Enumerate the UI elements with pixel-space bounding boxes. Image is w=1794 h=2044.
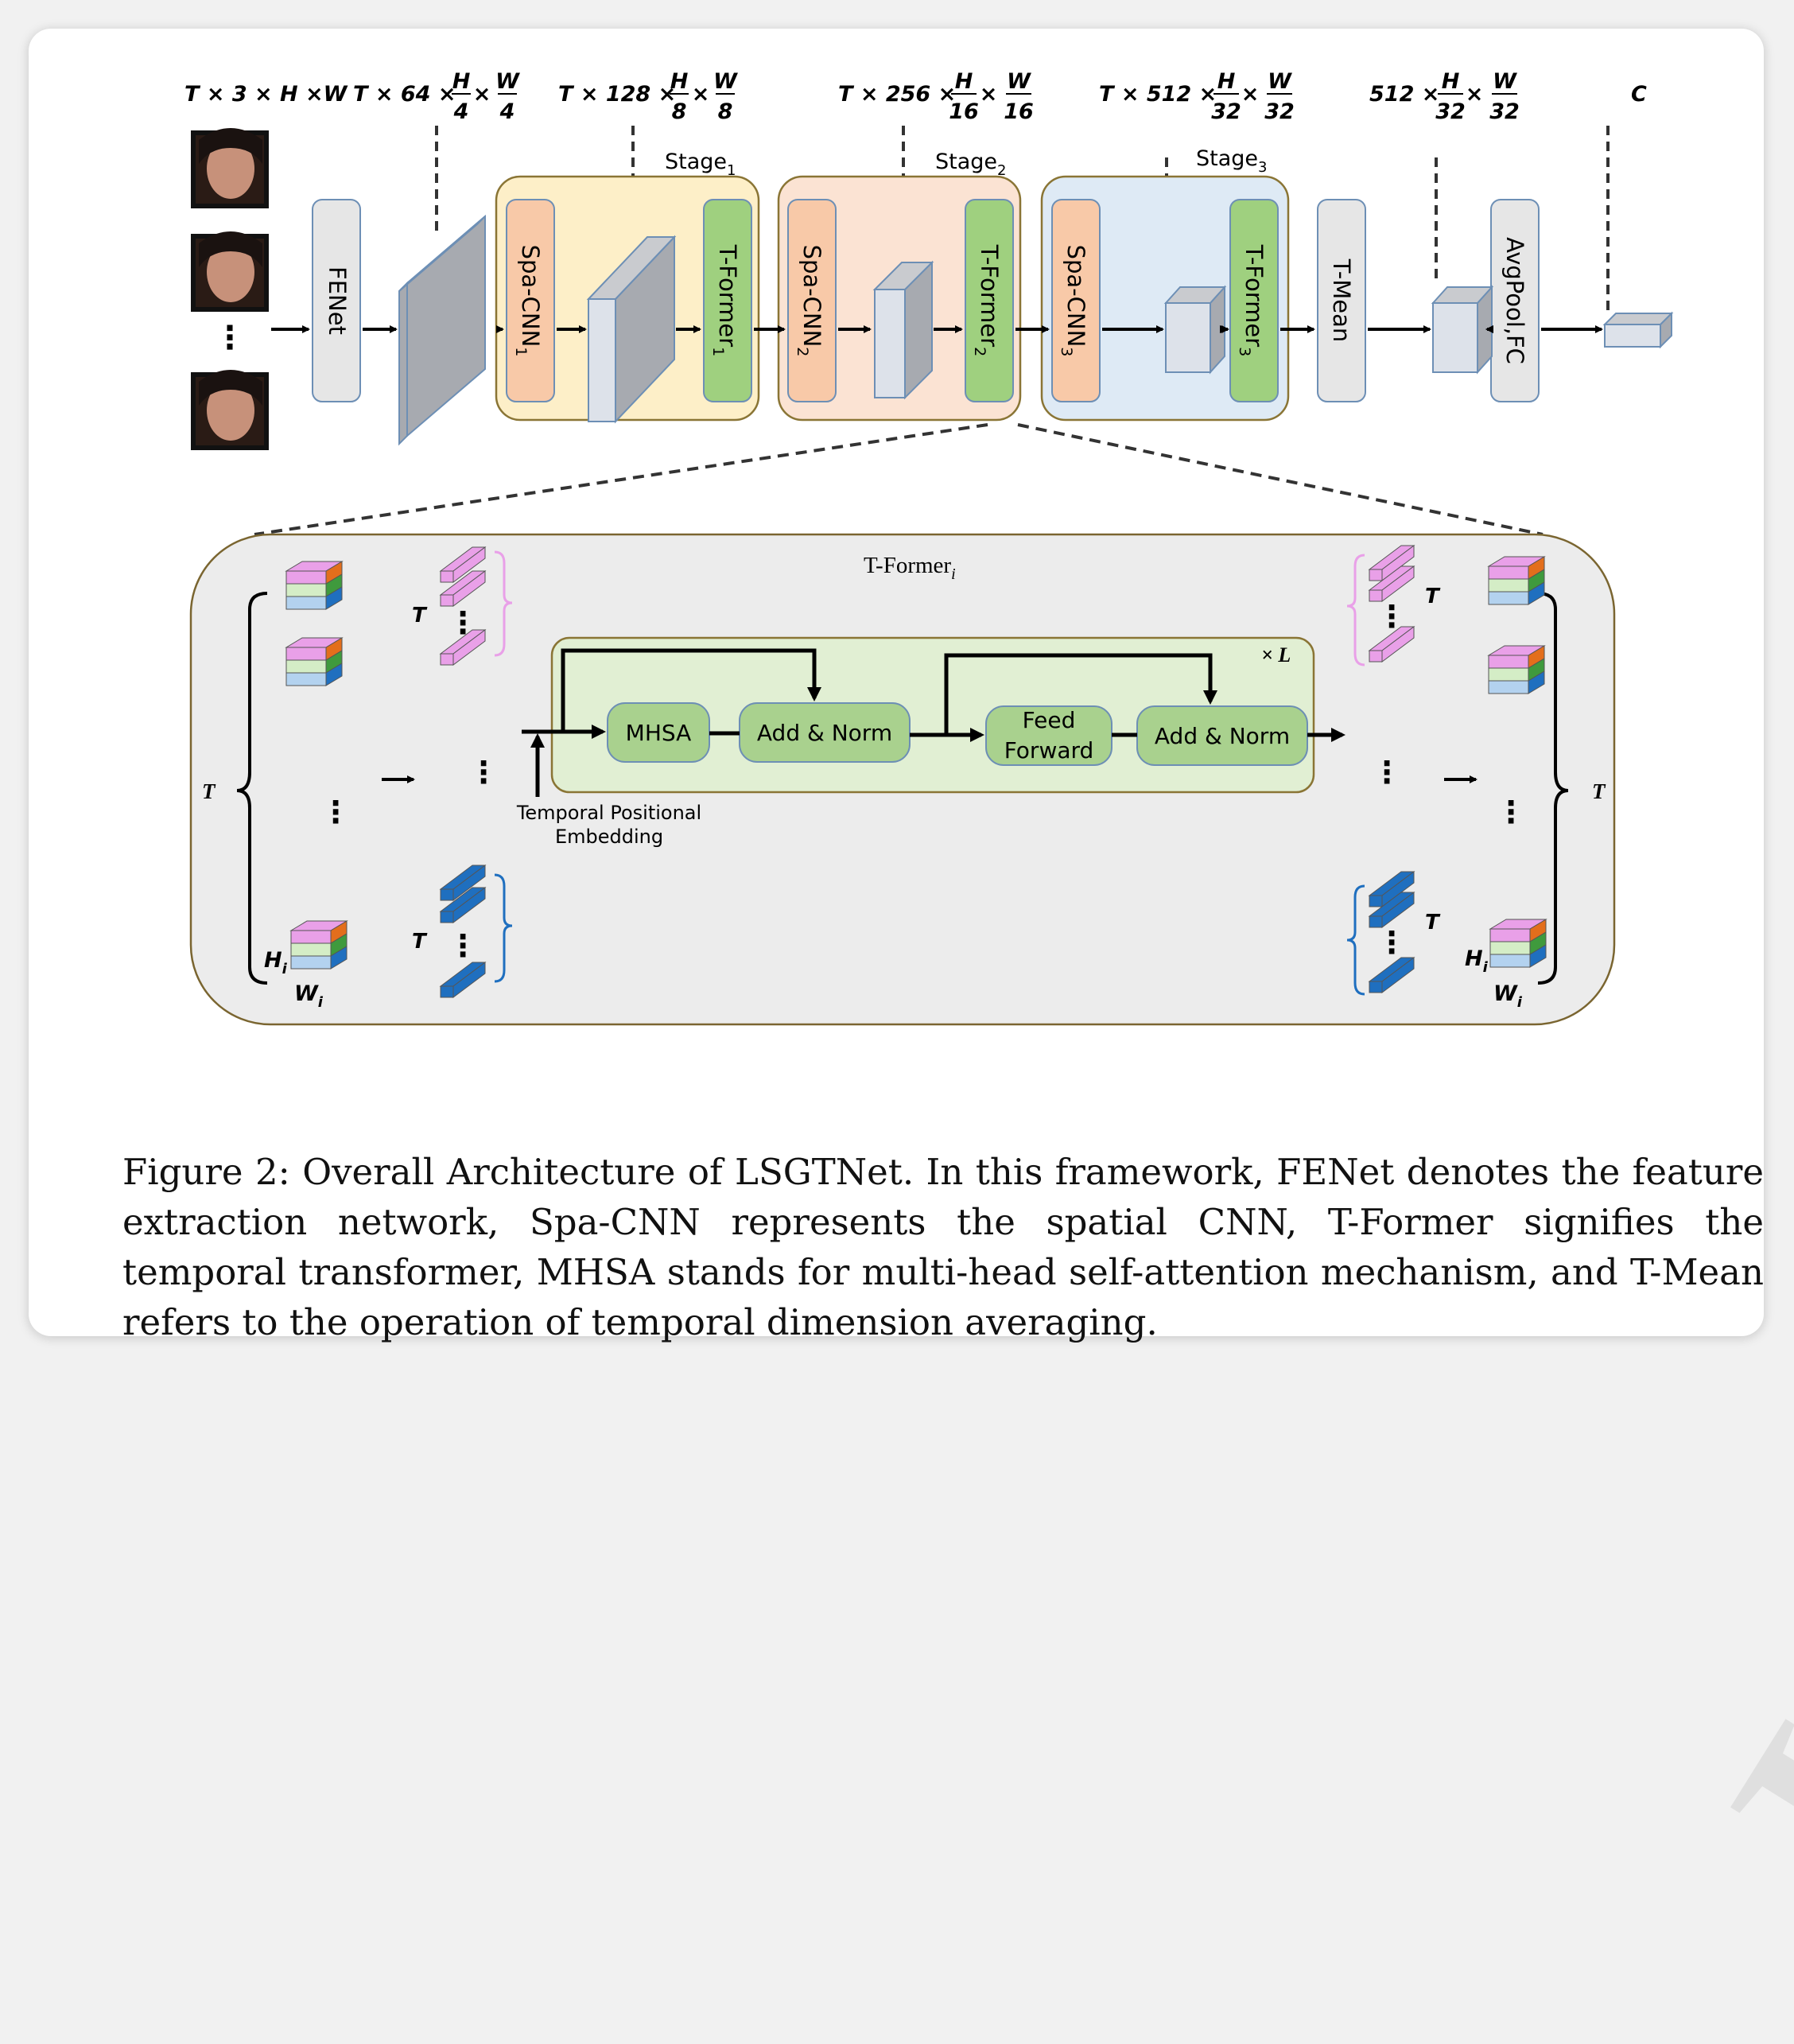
blue-ellipsis-left: ⋮ (448, 928, 478, 963)
dim-stage1-prefix: T × 128 × (558, 82, 676, 107)
fenet-label: FENet (324, 266, 351, 335)
dim-output: C (1631, 82, 1647, 107)
right-brace-T: T (1592, 779, 1606, 803)
cube-ellipsis-right: ⋮ (1496, 795, 1526, 830)
stick-ellipsis-right: ⋮ (1372, 755, 1402, 790)
figure-card: Journal Pre-proof T × 3 × H ×W T × 64 × … (29, 0, 1794, 2039)
forward-label: Forward (1004, 737, 1094, 764)
dim-stem-w-den: 4 (499, 99, 515, 124)
t-former-detail-title: T-Formeri (864, 553, 956, 583)
dim-stage3-w-den: 32 (1264, 99, 1295, 124)
feature-cubes (285, 556, 1547, 970)
dim-stage3-h-den: 32 (1211, 99, 1241, 124)
spa-cnn-1-label: Spa-CNN1 (512, 245, 544, 357)
spa-cnn-3-label: Spa-CNN3 (1058, 245, 1089, 357)
cube-ellipsis-left: ⋮ (320, 795, 351, 830)
t-former-3-block (1229, 199, 1279, 402)
input-frames: ⋮ (191, 128, 269, 450)
dim-stem-h-den: 4 (453, 99, 469, 124)
dim-stage3-w: W (1268, 69, 1292, 94)
t-former-2-block (965, 199, 1014, 402)
spa-cnn-2-block (787, 199, 837, 402)
frames-ellipsis: ⋮ (214, 320, 246, 356)
dim-stage3-times: × (1241, 82, 1260, 107)
dim-tmean-w: W (1493, 69, 1517, 94)
pos-embedding-line1: Temporal Positional (516, 802, 701, 824)
avgpool-fc-label: AvgPool,FC (1501, 237, 1528, 364)
pos-embedding-line2: Embedding (555, 826, 663, 848)
stage1-label: Stage1 (665, 150, 736, 179)
t-mean-block (1317, 199, 1366, 402)
fenet-block (312, 199, 361, 402)
dim-stage1-h: H (670, 69, 689, 94)
spa-cnn-2-label: Spa-CNN2 (794, 245, 825, 357)
mhsa-label: MHSA (626, 720, 692, 746)
pink-ellipsis-right: ⋮ (1377, 599, 1407, 634)
add-norm-1-label: Add & Norm (757, 720, 892, 746)
t-former-2-label: T-Former2 (971, 244, 1003, 356)
spa-cnn-3-block (1051, 199, 1101, 402)
dim-tmean-h: H (1442, 69, 1460, 94)
dim-stem-w: W (495, 69, 520, 94)
dim-stage1-w: W (713, 69, 738, 94)
dim-tmean-times: × (1466, 82, 1484, 107)
t-mean-label: T-Mean (1328, 258, 1355, 343)
dim-tmean-prefix: 512 × (1369, 82, 1439, 107)
add-norm-2-label: Add & Norm (1155, 723, 1290, 749)
pink-T-right: T (1425, 585, 1441, 608)
dim-stem-prefix: T × 64 × (353, 82, 456, 107)
spa-cnn-1-block (506, 199, 555, 402)
left-Wi-label: Wi (294, 981, 324, 1011)
dim-tmean-h-den: 32 (1435, 99, 1466, 124)
dim-stage2-times: × (980, 82, 998, 107)
stage3-label: Stage3 (1196, 146, 1267, 176)
dim-stage1-times: × (692, 82, 710, 107)
dim-stem-h: H (452, 69, 471, 94)
dim-stage2-prefix: T × 256 × (838, 82, 956, 107)
dim-tmean-w-den: 32 (1489, 99, 1520, 124)
t-former-1-block (703, 199, 752, 402)
left-Hi-label: Hi (264, 948, 288, 977)
t-former-3-label: T-Former3 (1236, 244, 1268, 356)
feed-label: Feed (1023, 707, 1076, 733)
token-sticks (439, 545, 1415, 998)
blue-T-left: T (412, 930, 428, 954)
dim-stage3-prefix: T × 512 × (1099, 82, 1217, 107)
dim-stage2-w-den: 16 (1004, 99, 1034, 124)
figure-caption: Figure 2: Overall Architecture of LSGTNe… (122, 1151, 1764, 1343)
blue-ellipsis-right: ⋮ (1377, 925, 1407, 960)
right-Hi-label: Hi (1465, 946, 1489, 976)
feature-maps (398, 214, 1674, 446)
repeat-L-label: × L (1261, 643, 1291, 666)
pink-ellipsis-left: ⋮ (448, 605, 478, 640)
dim-stage1-h-den: 8 (672, 99, 687, 124)
right-Wi-label: Wi (1493, 981, 1523, 1011)
dim-stage2-w: W (1007, 69, 1031, 94)
dim-stage2-h-den: 16 (949, 99, 979, 124)
dim-input: T × 3 × H ×W (184, 82, 348, 107)
dim-stage3-h: H (1217, 69, 1236, 94)
t-former-1-label: T-Former1 (709, 244, 741, 356)
dim-stem-times: × (473, 82, 491, 107)
stage3-container (1040, 175, 1290, 422)
stick-ellipsis-left: ⋮ (468, 755, 499, 790)
left-brace-T: T (202, 779, 216, 803)
stage2-label: Stage2 (935, 150, 1006, 179)
dim-stage1-w-den: 8 (718, 99, 733, 124)
dim-stage2-h: H (955, 69, 973, 94)
architecture-diagram: T × 3 × H ×W T × 64 × H 4 × W 4 T × 128 … (184, 69, 1674, 1026)
pink-T-left: T (412, 604, 428, 628)
blue-T-right: T (1425, 911, 1441, 935)
